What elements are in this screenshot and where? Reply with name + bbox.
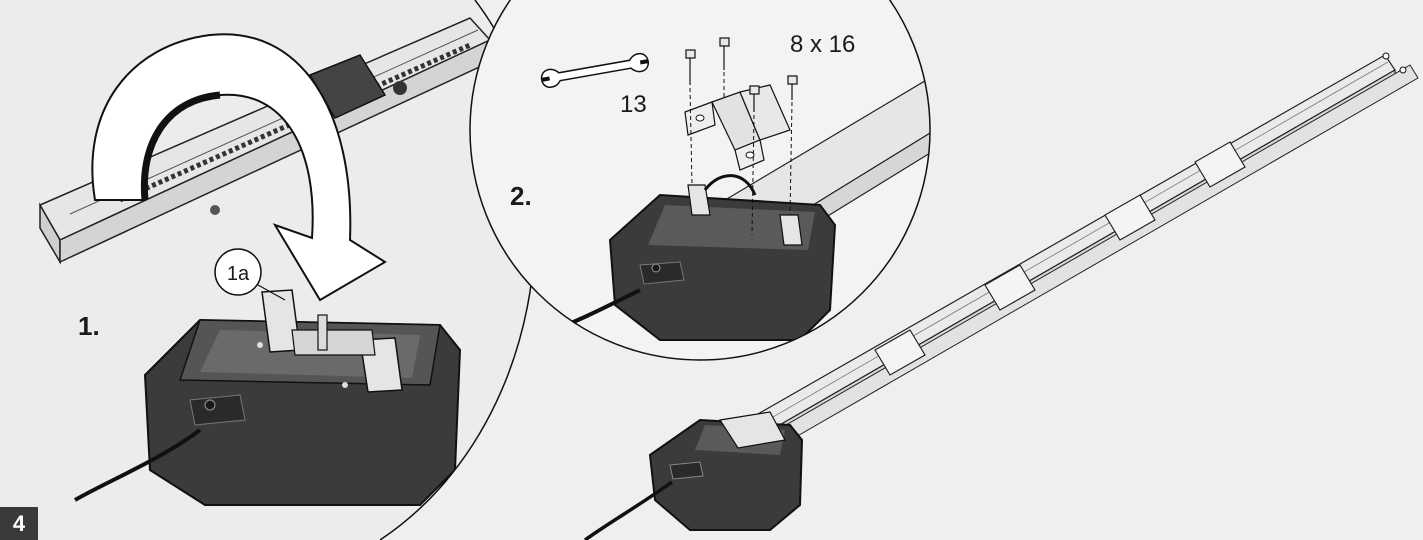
rotation-arrow — [91, 33, 387, 302]
motor-unit-left — [74, 289, 462, 506]
screw-size-label: 8 x 16 — [790, 31, 855, 58]
figure-number-badge: 4 — [0, 507, 38, 540]
wrench-icon — [540, 52, 649, 89]
callout-circle — [214, 248, 262, 296]
screws — [685, 37, 798, 112]
wrench-size-label: 13 — [620, 91, 647, 118]
step2-detail-circle: 13 8 x 16 2. — [469, 0, 931, 361]
step2-label: 2. — [510, 181, 532, 211]
step1-label: 1. — [78, 311, 100, 341]
assembly-guides — [689, 72, 793, 236]
mounting-bracket — [684, 84, 791, 171]
rail-left — [38, 17, 492, 265]
callout-1a-label: 1a — [227, 263, 250, 285]
motor-unit-right — [583, 411, 804, 540]
step1-panel: 1. 1a — [0, 0, 538, 540]
detail-circle-outline — [469, 0, 931, 361]
assembled-rail — [583, 52, 1419, 540]
